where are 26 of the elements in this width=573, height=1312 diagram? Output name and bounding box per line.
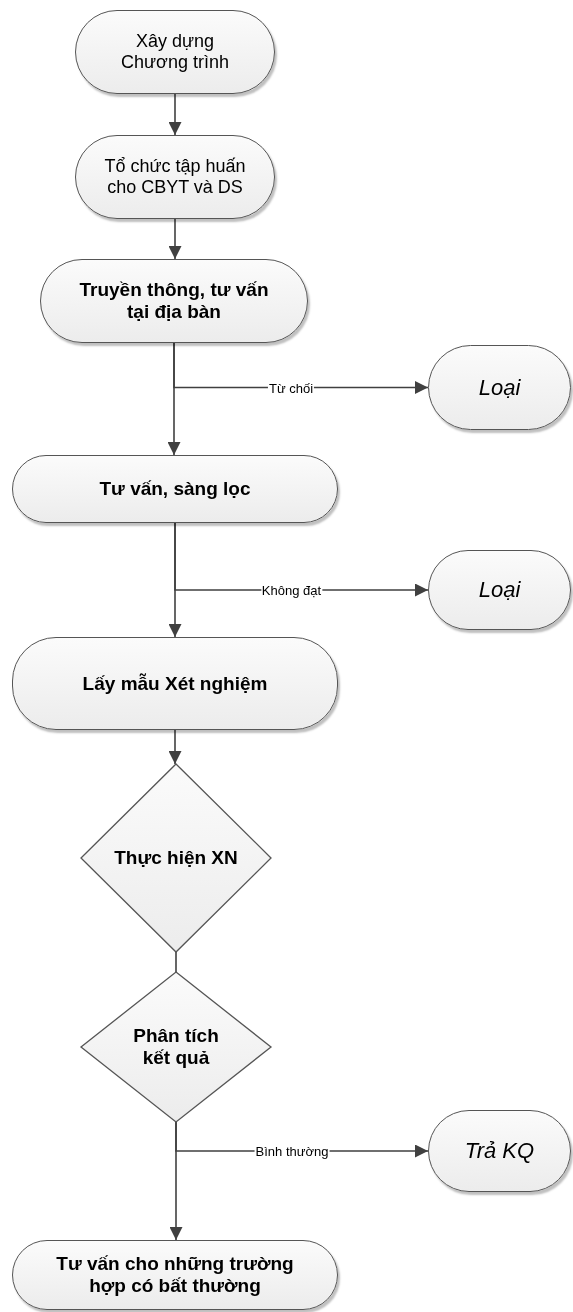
process-box bbox=[40, 259, 308, 343]
process-box bbox=[12, 637, 338, 730]
edge-label: Từ chối bbox=[267, 380, 315, 395]
arrow bbox=[168, 218, 182, 260]
decision-diamond bbox=[81, 972, 271, 1122]
node-label: Truyền thông, tư vấn tại địa bàn bbox=[78, 279, 270, 323]
node-label: Phân tích kết quả bbox=[132, 1025, 220, 1069]
process-box bbox=[12, 455, 338, 523]
arrow bbox=[168, 729, 182, 765]
process-box bbox=[428, 345, 571, 430]
node-label: Thực hiện XN bbox=[114, 847, 238, 869]
process-box bbox=[75, 10, 275, 94]
node-label: Xây dựng Chương trình bbox=[120, 31, 230, 73]
process-box bbox=[428, 550, 571, 630]
decision-diamond bbox=[81, 764, 271, 952]
process-box bbox=[75, 135, 275, 219]
process-box bbox=[12, 1240, 338, 1310]
node-label: Loại bbox=[478, 374, 521, 401]
arrow bbox=[168, 93, 182, 136]
node-label: Lấy mẫu Xét nghiệm bbox=[82, 672, 268, 695]
node-label: Tổ chức tập huấn cho CBYT và DS bbox=[103, 156, 247, 198]
node-label: Tư vấn, sàng lọc bbox=[99, 478, 251, 500]
node-label: Loại bbox=[478, 577, 521, 603]
process-box bbox=[428, 1110, 571, 1192]
node-label: Tư vấn cho những trường hợp có bất thường bbox=[55, 1253, 295, 1297]
node-label: Trả KQ bbox=[464, 1138, 535, 1164]
